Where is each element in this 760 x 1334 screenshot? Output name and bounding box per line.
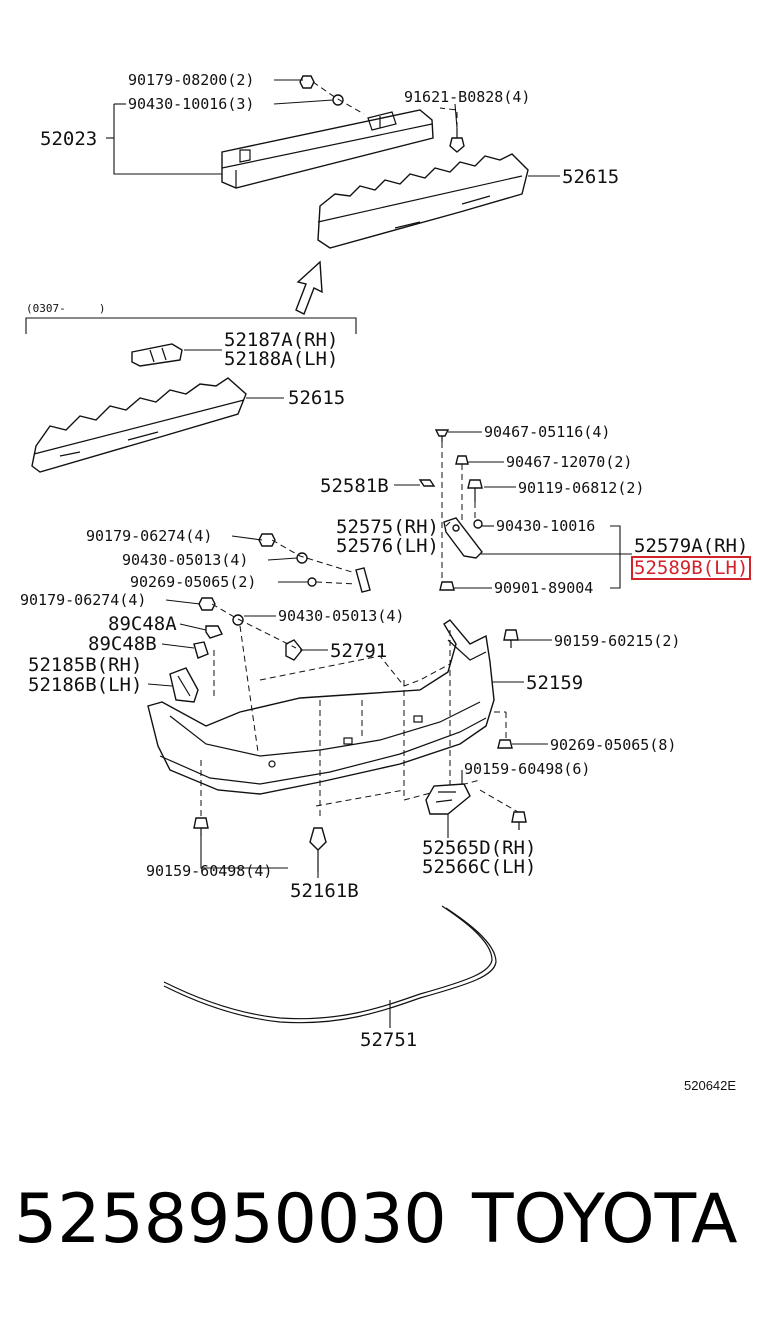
- label-90119-06812: 90119-06812(2): [518, 479, 644, 497]
- clip-90159-60215: [503, 629, 519, 648]
- label-90430-05013-a: 90430-05013(4): [122, 551, 248, 569]
- label-52615-mid: 52615: [288, 387, 345, 409]
- label-52186B: 52186B(LH): [28, 674, 142, 696]
- bracket-52565D: [425, 783, 471, 815]
- clip-89C48A: [205, 625, 223, 639]
- clip-89C48B: [193, 641, 209, 659]
- label-52575: 52575(RH): [336, 516, 439, 538]
- bolt-52791: [285, 639, 303, 661]
- label-90159-60498-4: 90159-60498(4): [146, 862, 272, 880]
- bracket-52185B: [169, 667, 199, 703]
- label-90269-05065-2: 90269-05065(2): [130, 573, 256, 591]
- label-90430-05013-b: 90430-05013(4): [278, 607, 404, 625]
- label-90901-89004: 90901-89004: [494, 579, 593, 597]
- label-90159-60215: 90159-60215(2): [554, 632, 680, 650]
- washer-90430-05013-a: [296, 552, 308, 564]
- clip-90467-12070: [455, 455, 469, 465]
- label-90467-05116: 90467-05116(4): [484, 423, 610, 441]
- footer-brand: TOYOTA: [472, 1180, 738, 1259]
- pin-52161B: [309, 827, 327, 872]
- label-52187A: 52187A(RH): [224, 329, 338, 351]
- label-89C48A: 89C48A: [108, 613, 177, 635]
- reinforcement-52023: [221, 109, 434, 189]
- clip-90159-60498-6: [511, 811, 527, 830]
- label-52576: 52576(LH): [336, 535, 439, 557]
- label-52751: 52751: [360, 1029, 417, 1051]
- label-90269-05065-8: 90269-05065(8): [550, 736, 676, 754]
- footer: 5258950030 TOYOTA: [0, 1180, 760, 1300]
- absorber-52615-top: [317, 153, 529, 249]
- label-90179-06274-a: 90179-06274(4): [86, 527, 212, 545]
- label-52565D: 52565D(RH): [422, 837, 536, 859]
- clip-90269-05065-8: [497, 739, 513, 749]
- label-89C48B: 89C48B: [88, 633, 157, 655]
- label-52791: 52791: [330, 640, 387, 662]
- label-52566C: 52566C(LH): [422, 856, 536, 878]
- washer-90430-10016: [473, 519, 483, 529]
- label-52023: 52023: [40, 128, 97, 150]
- label-52615-top: 52615: [562, 166, 619, 188]
- bolt-stud-left: [355, 567, 371, 593]
- label-52161B: 52161B: [290, 880, 359, 902]
- label-91621-B0828: 91621-B0828(4): [404, 88, 530, 106]
- leader-lines: [106, 79, 632, 1028]
- label-90159-60498-6: 90159-60498(6): [464, 760, 590, 778]
- clip-90467-05116: [434, 429, 450, 442]
- retainer-52581B: [418, 479, 436, 487]
- label-90430-10016: 90430-10016: [496, 517, 595, 535]
- label-52589B: 52589B(LH): [634, 557, 748, 579]
- label-90467-12070: 90467-12070(2): [506, 453, 632, 471]
- highlight-box-52589B: [631, 556, 751, 580]
- bolt-90119-06812: [467, 479, 483, 502]
- label-52188A: 52188A(LH): [224, 348, 338, 370]
- direction-arrow-icon: [295, 260, 323, 315]
- bumper-cover-52159: [147, 619, 495, 795]
- clip-90269-05065: [307, 577, 317, 587]
- bracket-52575: [443, 517, 483, 559]
- label-52579A: 52579A(RH): [634, 535, 748, 557]
- label-90179-06274-b: 90179-06274(4): [20, 591, 146, 609]
- label-52185B: 52185B(RH): [28, 654, 142, 676]
- label-90430-10016-3: 90430-10016(3): [128, 95, 254, 113]
- bolt-91621-B0828: [449, 128, 465, 153]
- clip-90901-89004: [439, 581, 455, 591]
- label-52581B: 52581B: [320, 475, 389, 497]
- washer-90430-05013-b: [232, 614, 244, 626]
- diagram-code: 520642E: [684, 1078, 736, 1093]
- fastener-90179-08200: [299, 75, 315, 89]
- footer-part-number: 5258950030: [14, 1180, 447, 1259]
- label-0307: (0307- ): [26, 302, 105, 315]
- molding-52751: [163, 905, 497, 1024]
- retainer-52187A: [131, 343, 183, 367]
- label-90179-08200: 90179-08200(2): [128, 71, 254, 89]
- absorber-52615-mid: [31, 377, 247, 473]
- label-52159: 52159: [526, 672, 583, 694]
- part-labels: 90179-08200(2) 90430-10016(3) 52023 9162…: [20, 71, 751, 1093]
- clip-90159-60498-4: [193, 817, 209, 836]
